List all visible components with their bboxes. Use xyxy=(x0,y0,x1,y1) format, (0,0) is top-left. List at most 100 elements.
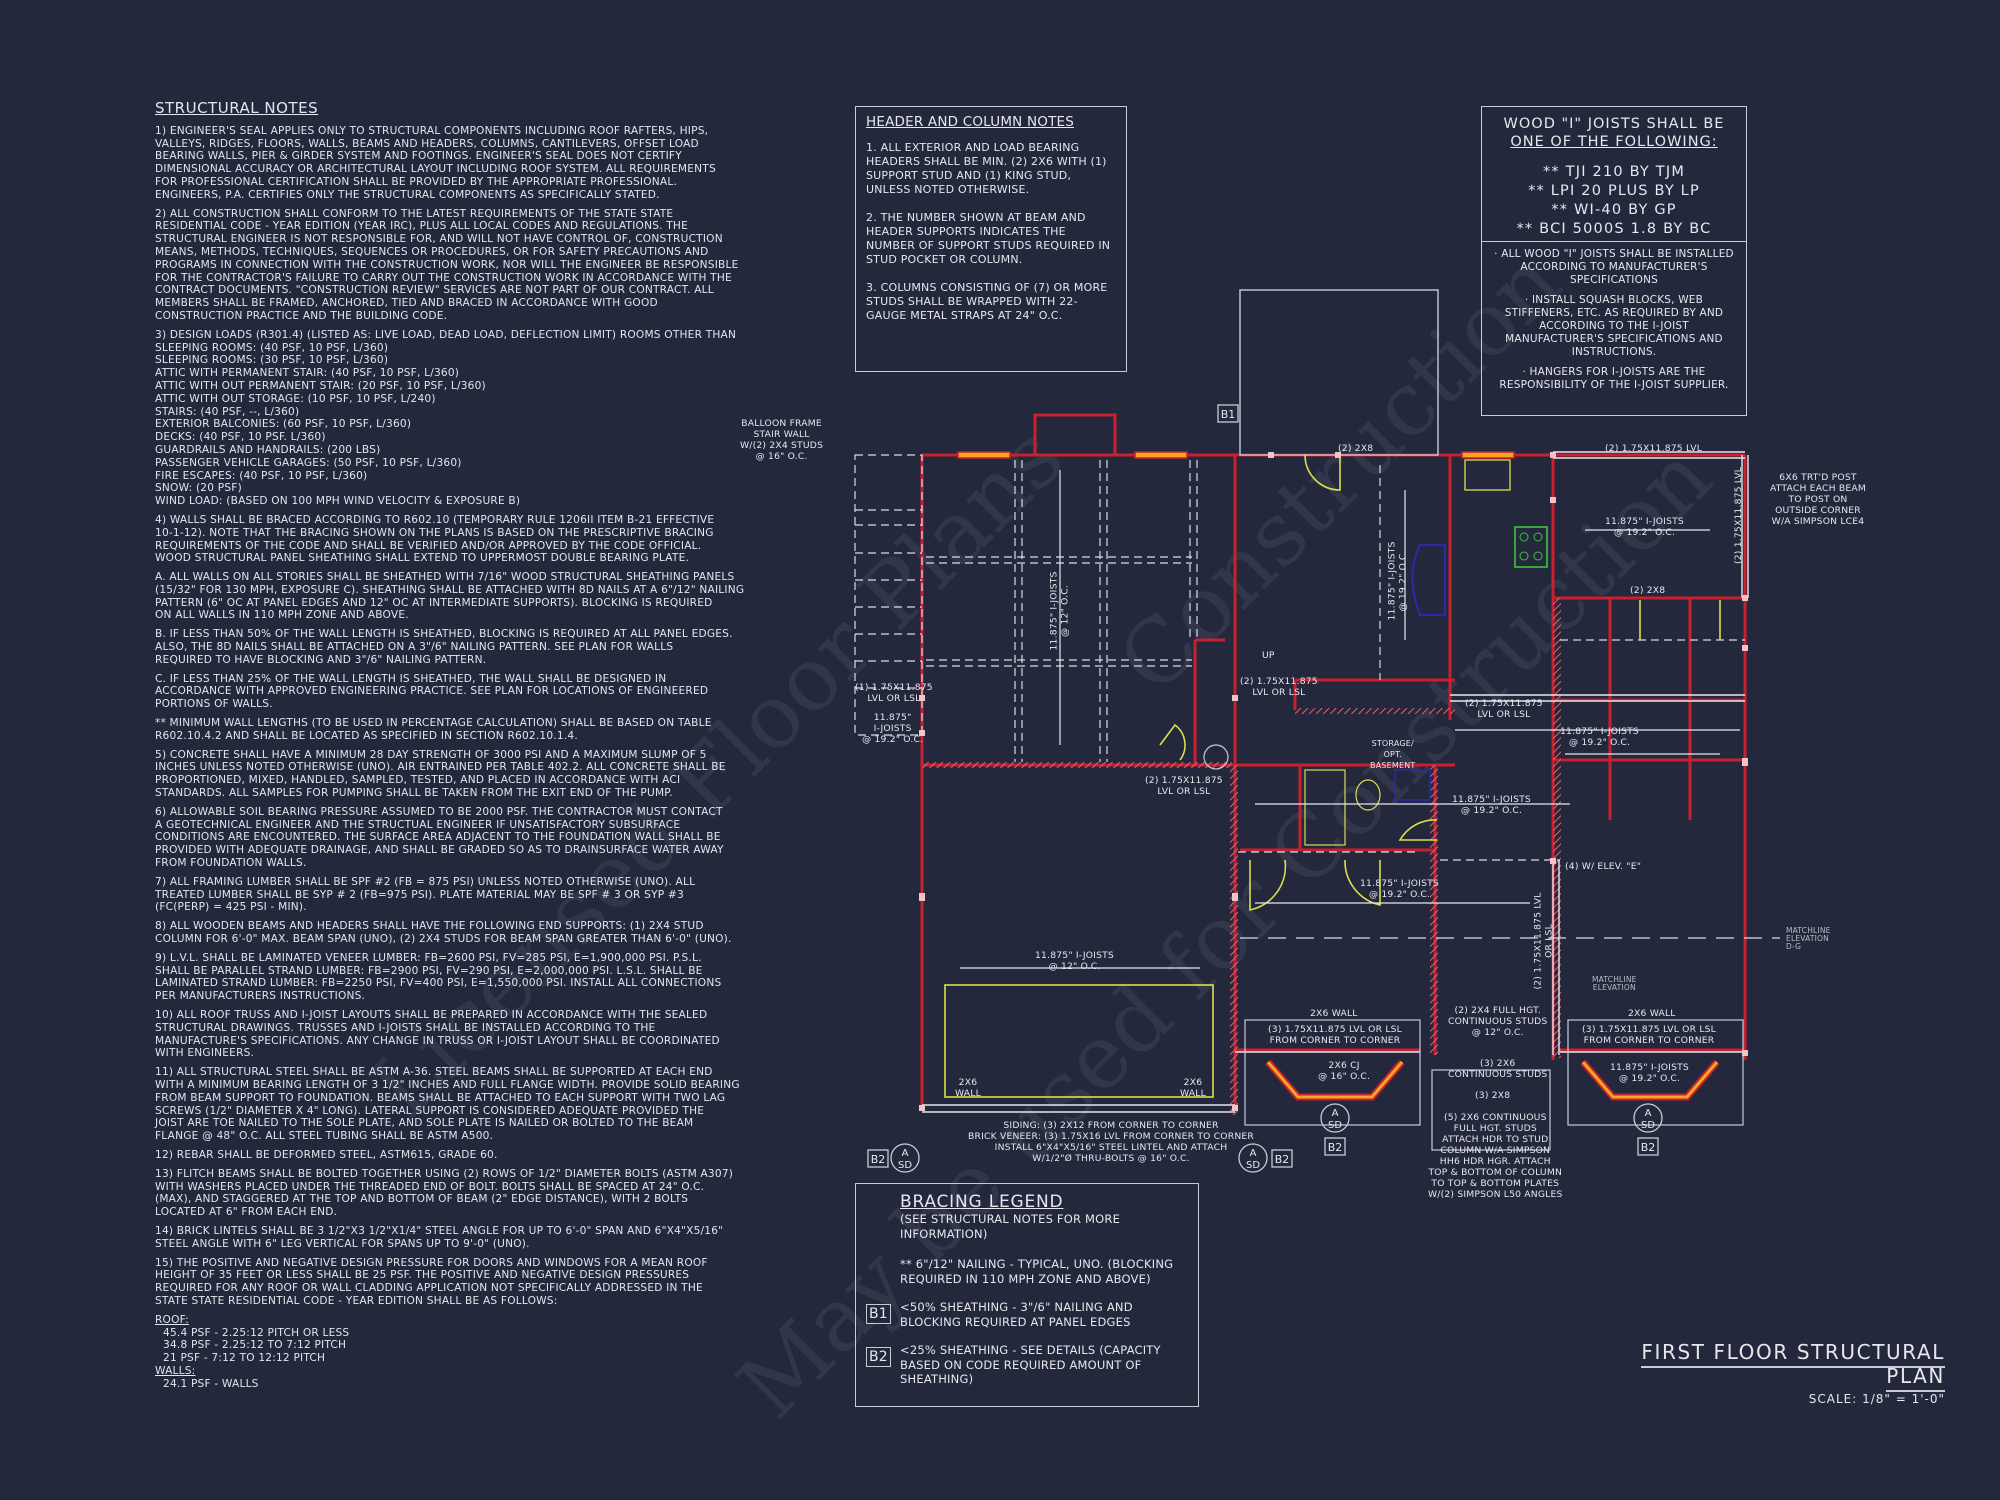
label-beam-stair: (1) 1.75x11.875 LVL OR LSL xyxy=(855,682,933,704)
label-studs-full: (2) 2x4 FULL HGT. CONTINUOUS STUDS @ 12"… xyxy=(1448,1005,1548,1038)
svg-text:A: A xyxy=(1645,1108,1652,1119)
structural-note-line: COLUMN FOR 6'-0" MAX. BEAM SPAN (UNO), (… xyxy=(155,933,732,946)
structural-note-line: ALSO, THE 8d NAILS SHALL BE ATTACHED ON … xyxy=(155,641,674,654)
structural-note-line: (15/32" FOR 130 MPH, EXPOSURE C). SHEATH… xyxy=(155,583,745,596)
label-joist-right-mid: 11.875" I-JOISTS @ 19.2" O.C. xyxy=(1452,794,1531,816)
label-wall-2x6-right: 2x6 WALL xyxy=(1180,1077,1206,1099)
structural-note-line: WITH A MINIMUM BEARING LENGTH OF 3 1/2" … xyxy=(155,1078,740,1091)
walls-heading: WALLS: xyxy=(155,1364,196,1377)
structural-note-line: JOIST ARE TOE NAILED TO THE SOLE PLATE, … xyxy=(155,1117,694,1130)
structural-note-paragraph: 10) ALL ROOF TRUSS AND I-JOIST LAYOUTS S… xyxy=(155,1009,765,1060)
structural-note-paragraph: 9) L.V.L. SHALL BE LAMINATED VENEER LUMB… xyxy=(155,952,765,1003)
i-joist-option: ** BCI 5000s 1.8 BY BC xyxy=(1516,221,1712,237)
structural-note-line: CONSTRUCTION PRACTICE AND THE BUILDING C… xyxy=(155,309,448,322)
beams xyxy=(922,451,1749,1113)
structural-note-line: a. ALL WALLS ON ALL STORIES SHALL BE SHE… xyxy=(155,571,735,584)
toilet xyxy=(1355,779,1381,811)
structural-note-line: WITH ENGINEERS. xyxy=(155,1047,255,1060)
doors xyxy=(944,454,1721,1098)
structural-note-line: FLANGE @ 48" O.C. ALL STEEL TUBING SHALL… xyxy=(155,1130,494,1143)
i-joist-bullet: · INSTALL SQUASH BLOCKS, WEB STIFFENERS,… xyxy=(1504,294,1724,358)
label-joist-nook: 11.875" I-JOISTS @ 19.2" O.C. xyxy=(1605,516,1684,538)
structural-note-line: 10-1-12). NOTE THAT THE BRACING SHOWN ON… xyxy=(155,526,714,539)
label-balloon-frame: BALLOON FRAME STAIR WALL w/(2) 2x4 STUDS… xyxy=(740,418,824,462)
structural-note-line: SHALL BE PARALLEL STRAND LUMBER: Fb=2900… xyxy=(155,964,703,977)
svg-text:B2: B2 xyxy=(1641,1141,1656,1154)
joist-arrows xyxy=(960,470,1740,969)
i-joist-subheading: ONE OF THE FOLLOWING: xyxy=(1510,134,1718,150)
structural-note-paragraph: 3) DESIGN LOADS (R301.4) (LISTED AS: LIV… xyxy=(155,329,765,508)
hatched-wall xyxy=(922,762,1232,768)
structural-note-line: 7) ALL FRAMING LUMBER SHALL BE SPF #2 (F… xyxy=(155,875,696,888)
svg-text:B1: B1 xyxy=(1221,408,1236,421)
structural-note-line: 6) ALLOWABLE SOIL BEARING PRESSURE ASSUM… xyxy=(155,805,723,818)
structural-note-line: DECKS: (40 PSF, 10 PSF. L/360) xyxy=(155,431,326,444)
hatched-wall xyxy=(1295,708,1455,714)
structural-notes-body: 1) ENGINEER'S SEAL APPLIES ONLY TO STRUC… xyxy=(155,125,765,1308)
label-up: UP xyxy=(1262,650,1275,661)
b2-tag: B2 xyxy=(866,1347,891,1367)
roof-item: 45.4 PSF - 2.25:12 PITCH OR LESS xyxy=(163,1326,350,1339)
structural-note-line: SNOW: (20 PSF) xyxy=(155,482,242,495)
bay-window-right xyxy=(1567,1019,1744,1126)
plan-scale: SCALE: 1/8" = 1'-0" xyxy=(1808,1392,1945,1406)
structural-note-line: HEIGHT OF 35 FEET OR LESS SHALL BE 25 PS… xyxy=(155,1269,690,1282)
label-joist-stair: 11.875" I-JOISTS @ 19.2" O.C. xyxy=(862,712,924,745)
structural-note-line: FIRE ESCAPES: (40 PSF, 10 PSF, L/360) xyxy=(155,469,368,482)
label-joist-bath: 11.875" I-JOISTS @ 19.2" O.C. xyxy=(1360,878,1439,900)
structural-note-line: 2) ALL CONSTRUCTION SHALL CONFORM TO THE… xyxy=(155,207,674,220)
section-markers xyxy=(867,404,1663,1173)
structural-note-paragraph: 8) ALL WOODEN BEAMS AND HEADERS SHALL HA… xyxy=(155,920,765,946)
structural-note-line: ATTIC WITH PERMANENT STAIR: (40 PSF, 10 … xyxy=(155,367,460,380)
structural-note-paragraph: 13) FLITCH BEAMS SHALL BE BOLTED TOGETHE… xyxy=(155,1168,765,1219)
structural-note-line: STRUCTURAL ENGINEER IS NOT RESPONSIBLE F… xyxy=(155,233,723,246)
structural-note-line: REQUIRED FOR ANY ROOF OR WALL CLADDING A… xyxy=(155,1282,703,1295)
structural-note-line: PASSENGER VEHICLE GARAGES: (50 PSF, 10 P… xyxy=(155,456,462,469)
structural-note-paragraph: 12) REBAR SHALL BE DEFORMED STEEL, ASTM6… xyxy=(155,1149,765,1162)
label-garage-note: SIDING: (3) 2x12 FROM CORNER TO CORNER B… xyxy=(968,1120,1254,1164)
structural-note-line: BEARING WALLS, PIER & GIRDER SYSTEM AND … xyxy=(155,150,682,163)
structural-note-line: WITH WASHERS PLACED UNDER THE THREADED E… xyxy=(155,1180,705,1193)
roof-item: 21 PSF - 7:12 TO 12:12 PITCH xyxy=(163,1352,326,1365)
label-header-2x8-nook: (2) 2x8 xyxy=(1630,585,1666,596)
structural-note-line: 3) DESIGN LOADS (R301.4) (LISTED AS: LIV… xyxy=(155,328,737,341)
structural-note-line: CONDITIONS ARE ENCOUNTERED. THE SURFACE … xyxy=(155,831,721,844)
b1-tag: B1 xyxy=(866,1304,891,1324)
label-bay-wall: 2x6 WALL xyxy=(1310,1008,1358,1019)
bracing-b1-row: B1 <50% SHEATHING - 3"/6" NAILING AND BL… xyxy=(866,1300,1184,1329)
bracing-legend-title: BRACING LEGEND xyxy=(900,1192,1064,1212)
structural-note-line: A GEOTECHNICAL ENGINEER AND THE STRUCTUA… xyxy=(155,818,681,831)
structural-note-paragraph: a. ALL WALLS ON ALL STORIES SHALL BE SHE… xyxy=(155,571,765,622)
header-column-note: 1. ALL EXTERIOR AND LOAD BEARING HEADERS… xyxy=(866,141,1107,196)
section-marker-text: ASD ASD ASD ASD B2 B2 B2 B2 B1 xyxy=(871,408,1656,1171)
structural-note-line: ENGINEERS, P.A. CERTIFIES ONLY THE STRUC… xyxy=(155,188,660,201)
structural-note-line: SLEEPING ROOMS: (30 PSF, 10 PSF, L/360) xyxy=(155,354,389,367)
structural-note-line: INCHES UNLESS NOTED OTHERWISE (UNO). AIR… xyxy=(155,761,726,774)
structural-note-line: (Fc(perp) = 425 PSI - MIN). xyxy=(155,901,307,914)
column-detail-box xyxy=(1431,1069,1551,1151)
structural-note-line: ATTIC WITH OUT STORAGE: (10 PSF, 10 PSF,… xyxy=(155,392,436,405)
header-column-notes-title: HEADER AND COLUMN NOTES xyxy=(866,114,1075,130)
structural-note-line: R602.10.4.2 AND SHALL BE LOCATED AS SPEC… xyxy=(155,729,578,742)
structural-note-line: ACCORDANCE WITH APPROVED ENGINEERING PRA… xyxy=(155,685,709,698)
structural-note-line: PROPORTIONED, MIXED, HANDLED, SAMPLED, T… xyxy=(155,774,681,787)
structural-note-paragraph: 11) ALL STRUCTURAL STEEL SHALL BE ASTM A… xyxy=(155,1066,765,1143)
structural-note-line: ATTIC WITH OUT PERMANENT STAIR: (20 PSF,… xyxy=(155,379,486,392)
roof-item: 34.8 PSF - 2.25:12 TO 7:12 PITCH xyxy=(163,1339,347,1352)
structural-note-line: PER MANUFACTURERS INSTRUCTIONS. xyxy=(155,990,366,1003)
structural-note-line: 8) ALL WOODEN BEAMS AND HEADERS SHALL HA… xyxy=(155,920,704,933)
bracing-legend: BRACING LEGEND (SEE STRUCTURAL NOTES FOR… xyxy=(855,1183,1199,1407)
label-wall-2x6-left: 2x6 WALL xyxy=(955,1077,981,1099)
svg-text:SD: SD xyxy=(898,1160,912,1171)
window-headers xyxy=(957,451,1515,459)
label-bay2-beam: (3) 1.75x11.875 LVL OR LSL FROM CORNER T… xyxy=(1582,1024,1716,1046)
structural-note-line: 14) BRICK LINTELS SHALL BE 3 1/2"x3 1/2"… xyxy=(155,1224,724,1237)
hatched-wall xyxy=(1230,765,1238,1115)
bay-window-left xyxy=(1244,1019,1421,1126)
i-joist-bullet: · ALL WOOD "I" JOISTS SHALL BE INSTALLED… xyxy=(1494,248,1734,286)
structural-note-line: 9) L.V.L. SHALL BE LAMINATED VENEER LUMB… xyxy=(155,951,702,964)
structural-note-line: MEANS, METHODS, TECHNIQUES, SEQUENCES OR… xyxy=(155,245,709,258)
bracing-legend-subtitle: (SEE STRUCTURAL NOTES FOR MORE INFORMATI… xyxy=(900,1212,1121,1241)
structural-note-line: c. IF LESS THAN 25% OF THE WALL LENGTH I… xyxy=(155,672,667,685)
label-beam-top-right: (2) 1.75x11.875 LVL xyxy=(1605,443,1703,454)
